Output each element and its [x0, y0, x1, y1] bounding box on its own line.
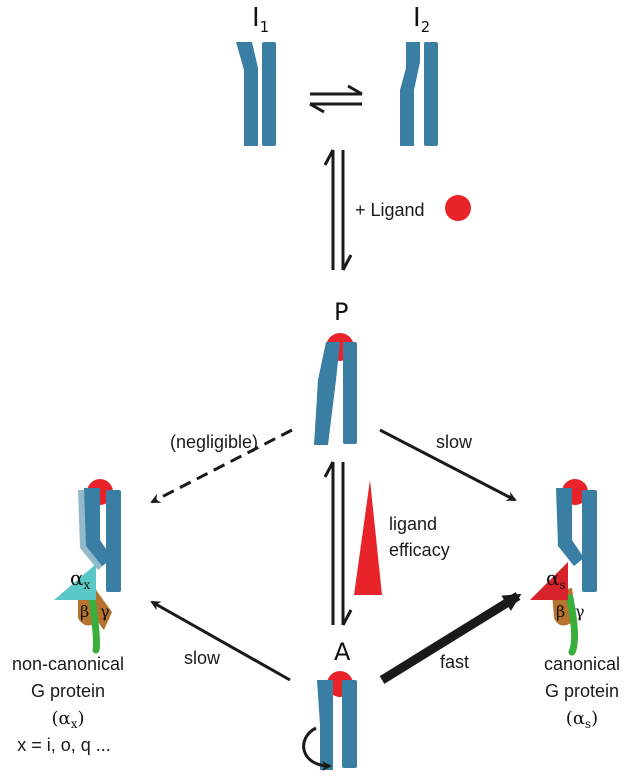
state-i1-label: I1: [252, 3, 269, 36]
state-i1: I1: [236, 3, 276, 146]
beta-label-right: β: [556, 602, 565, 621]
alpha-x-label: αx: [70, 566, 91, 592]
alpha-x-subunit: [54, 564, 96, 600]
receptor-helix: [556, 488, 584, 566]
receptor-a: [317, 671, 357, 770]
arrow-a-to-canonical: [379, 592, 522, 684]
gamma-subunit-right: [566, 594, 579, 656]
state-a-label: A: [334, 638, 351, 666]
ligand-efficacy-line1: ligand: [389, 514, 437, 534]
fast-label: fast: [440, 652, 469, 672]
receptor-helix: [262, 42, 276, 146]
beta-label-left: β: [80, 602, 89, 621]
canonical-complex: αs β γ: [530, 479, 597, 656]
receptor-p: [314, 333, 357, 445]
receptor-i2: [400, 42, 438, 146]
equilibrium-p-a: [323, 461, 353, 626]
gamma-label-right: γ: [575, 602, 585, 621]
receptor-helix: [317, 680, 333, 770]
equilibrium-i-p: [323, 149, 353, 271]
alpha-s-label: αs: [546, 566, 566, 592]
state-i2-label: I2: [413, 3, 430, 36]
arrow-p-to-noncanonical: [150, 428, 293, 504]
receptor-helix: [84, 488, 112, 566]
noncanonical-line3: (αx): [52, 708, 85, 731]
state-p-label: P: [334, 298, 348, 326]
receptor-helix: [400, 42, 420, 146]
negligible-label: (negligible): [170, 432, 258, 452]
ligand-ball: [445, 195, 471, 221]
ligand-efficacy-wedge: [354, 480, 382, 595]
alpha-s-subunit: [530, 562, 568, 600]
receptor-helix: [424, 42, 438, 146]
noncanonical-line4: x = i, o, q ...: [17, 735, 111, 755]
receptor-helix: [236, 42, 258, 146]
ligand-efficacy-line2: efficacy: [389, 540, 450, 560]
slow-right-label: slow: [436, 432, 473, 452]
receptor-helix: [106, 490, 121, 592]
receptor-helix: [314, 342, 340, 445]
arrow-p-to-canonical: [379, 428, 517, 502]
gamma-subunit-left: [88, 594, 100, 654]
state-p: P: [314, 298, 357, 445]
canonical-caption: canonical G protein (αs): [544, 654, 620, 731]
state-i2: I2: [400, 3, 438, 146]
arrow-a-to-noncanonical: [150, 600, 291, 682]
rotation-arrow: [302, 726, 332, 771]
receptor-helix: [582, 490, 597, 592]
equilibrium-i1-i2: [309, 84, 363, 114]
canonical-line1: canonical: [544, 654, 620, 674]
noncanonical-line2: G protein: [31, 681, 105, 701]
state-a: A: [302, 638, 357, 771]
noncanonical-line1: non-canonical: [12, 654, 124, 674]
ligand-label: + Ligand: [355, 200, 425, 220]
canonical-line2: G protein: [545, 681, 619, 701]
canonical-line3: (αs): [566, 708, 598, 731]
receptor-helix: [342, 680, 357, 768]
receptor-helix: [343, 342, 357, 444]
gamma-label-left: γ: [100, 602, 110, 621]
slow-left-label: slow: [184, 648, 221, 668]
noncanonical-complex: αx β γ: [54, 479, 121, 654]
receptor-i1: [236, 42, 276, 146]
noncanonical-caption: non-canonical G protein (αx) x = i, o, q…: [12, 654, 124, 755]
